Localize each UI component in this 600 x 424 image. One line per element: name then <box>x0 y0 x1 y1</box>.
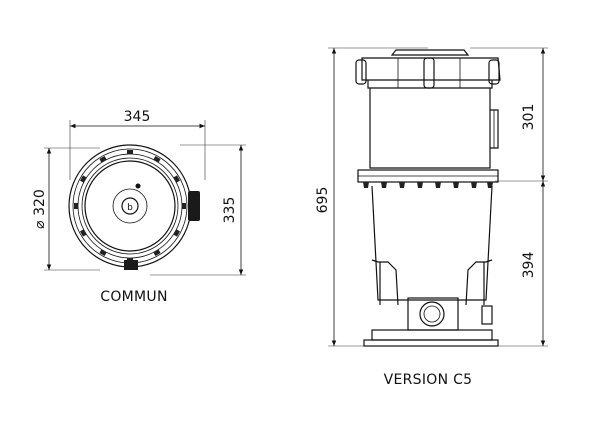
side-outlet <box>188 191 200 221</box>
vent-screw <box>135 183 141 189</box>
base-plinth <box>371 329 493 341</box>
svg-text:b: b <box>127 203 133 213</box>
lid-lug <box>80 175 87 183</box>
caption-left: COMMUN <box>100 289 167 305</box>
dim-label-lower: 394 <box>521 252 537 279</box>
lid-lug <box>80 229 87 237</box>
lid-lug <box>173 175 180 183</box>
dim-label-diameter: ⌀ 320 <box>32 189 48 229</box>
lid-lug <box>153 156 161 163</box>
dim-label-total: 695 <box>315 187 331 214</box>
lid-lug <box>182 203 186 209</box>
lid-lug <box>99 156 107 163</box>
flange-bolt <box>435 182 441 188</box>
lid-clamp-ring <box>361 57 501 81</box>
lid-lug <box>173 229 180 237</box>
lid-lugs <box>74 150 186 262</box>
side-view: 695 301 394 <box>315 47 548 388</box>
lid-handle-center <box>423 57 435 89</box>
flange-bolt <box>417 182 423 188</box>
inlet-port <box>407 297 459 331</box>
top-view: 345 ⌀ 320 335 b COMMUN <box>32 109 246 305</box>
flange-bolt <box>453 182 459 188</box>
lid-handle-right <box>488 59 500 85</box>
flange-bolt <box>471 182 477 188</box>
lid-lug <box>127 150 133 154</box>
caption-right: VERSION C5 <box>384 372 473 388</box>
base-plate <box>363 339 499 347</box>
lid-lug <box>99 249 107 256</box>
bottom-tab <box>124 260 138 270</box>
dim-label-width: 345 <box>124 109 151 125</box>
lid-lug <box>74 203 78 209</box>
lid-inner-ring <box>84 160 176 252</box>
lid-cap <box>390 49 470 56</box>
lid-handle-left <box>355 59 367 85</box>
flange-bolt <box>363 182 369 188</box>
flange-bolt <box>381 182 387 188</box>
lower-tank <box>371 185 493 301</box>
dim-label-height: 335 <box>222 197 238 224</box>
center-plug <box>121 197 139 215</box>
dim-label-upper: 301 <box>521 104 537 131</box>
lid-lug <box>153 249 161 256</box>
flange-bolts <box>363 182 493 188</box>
flange-bolt <box>399 182 405 188</box>
drain-plug <box>481 305 493 325</box>
upper-tank <box>369 88 491 169</box>
